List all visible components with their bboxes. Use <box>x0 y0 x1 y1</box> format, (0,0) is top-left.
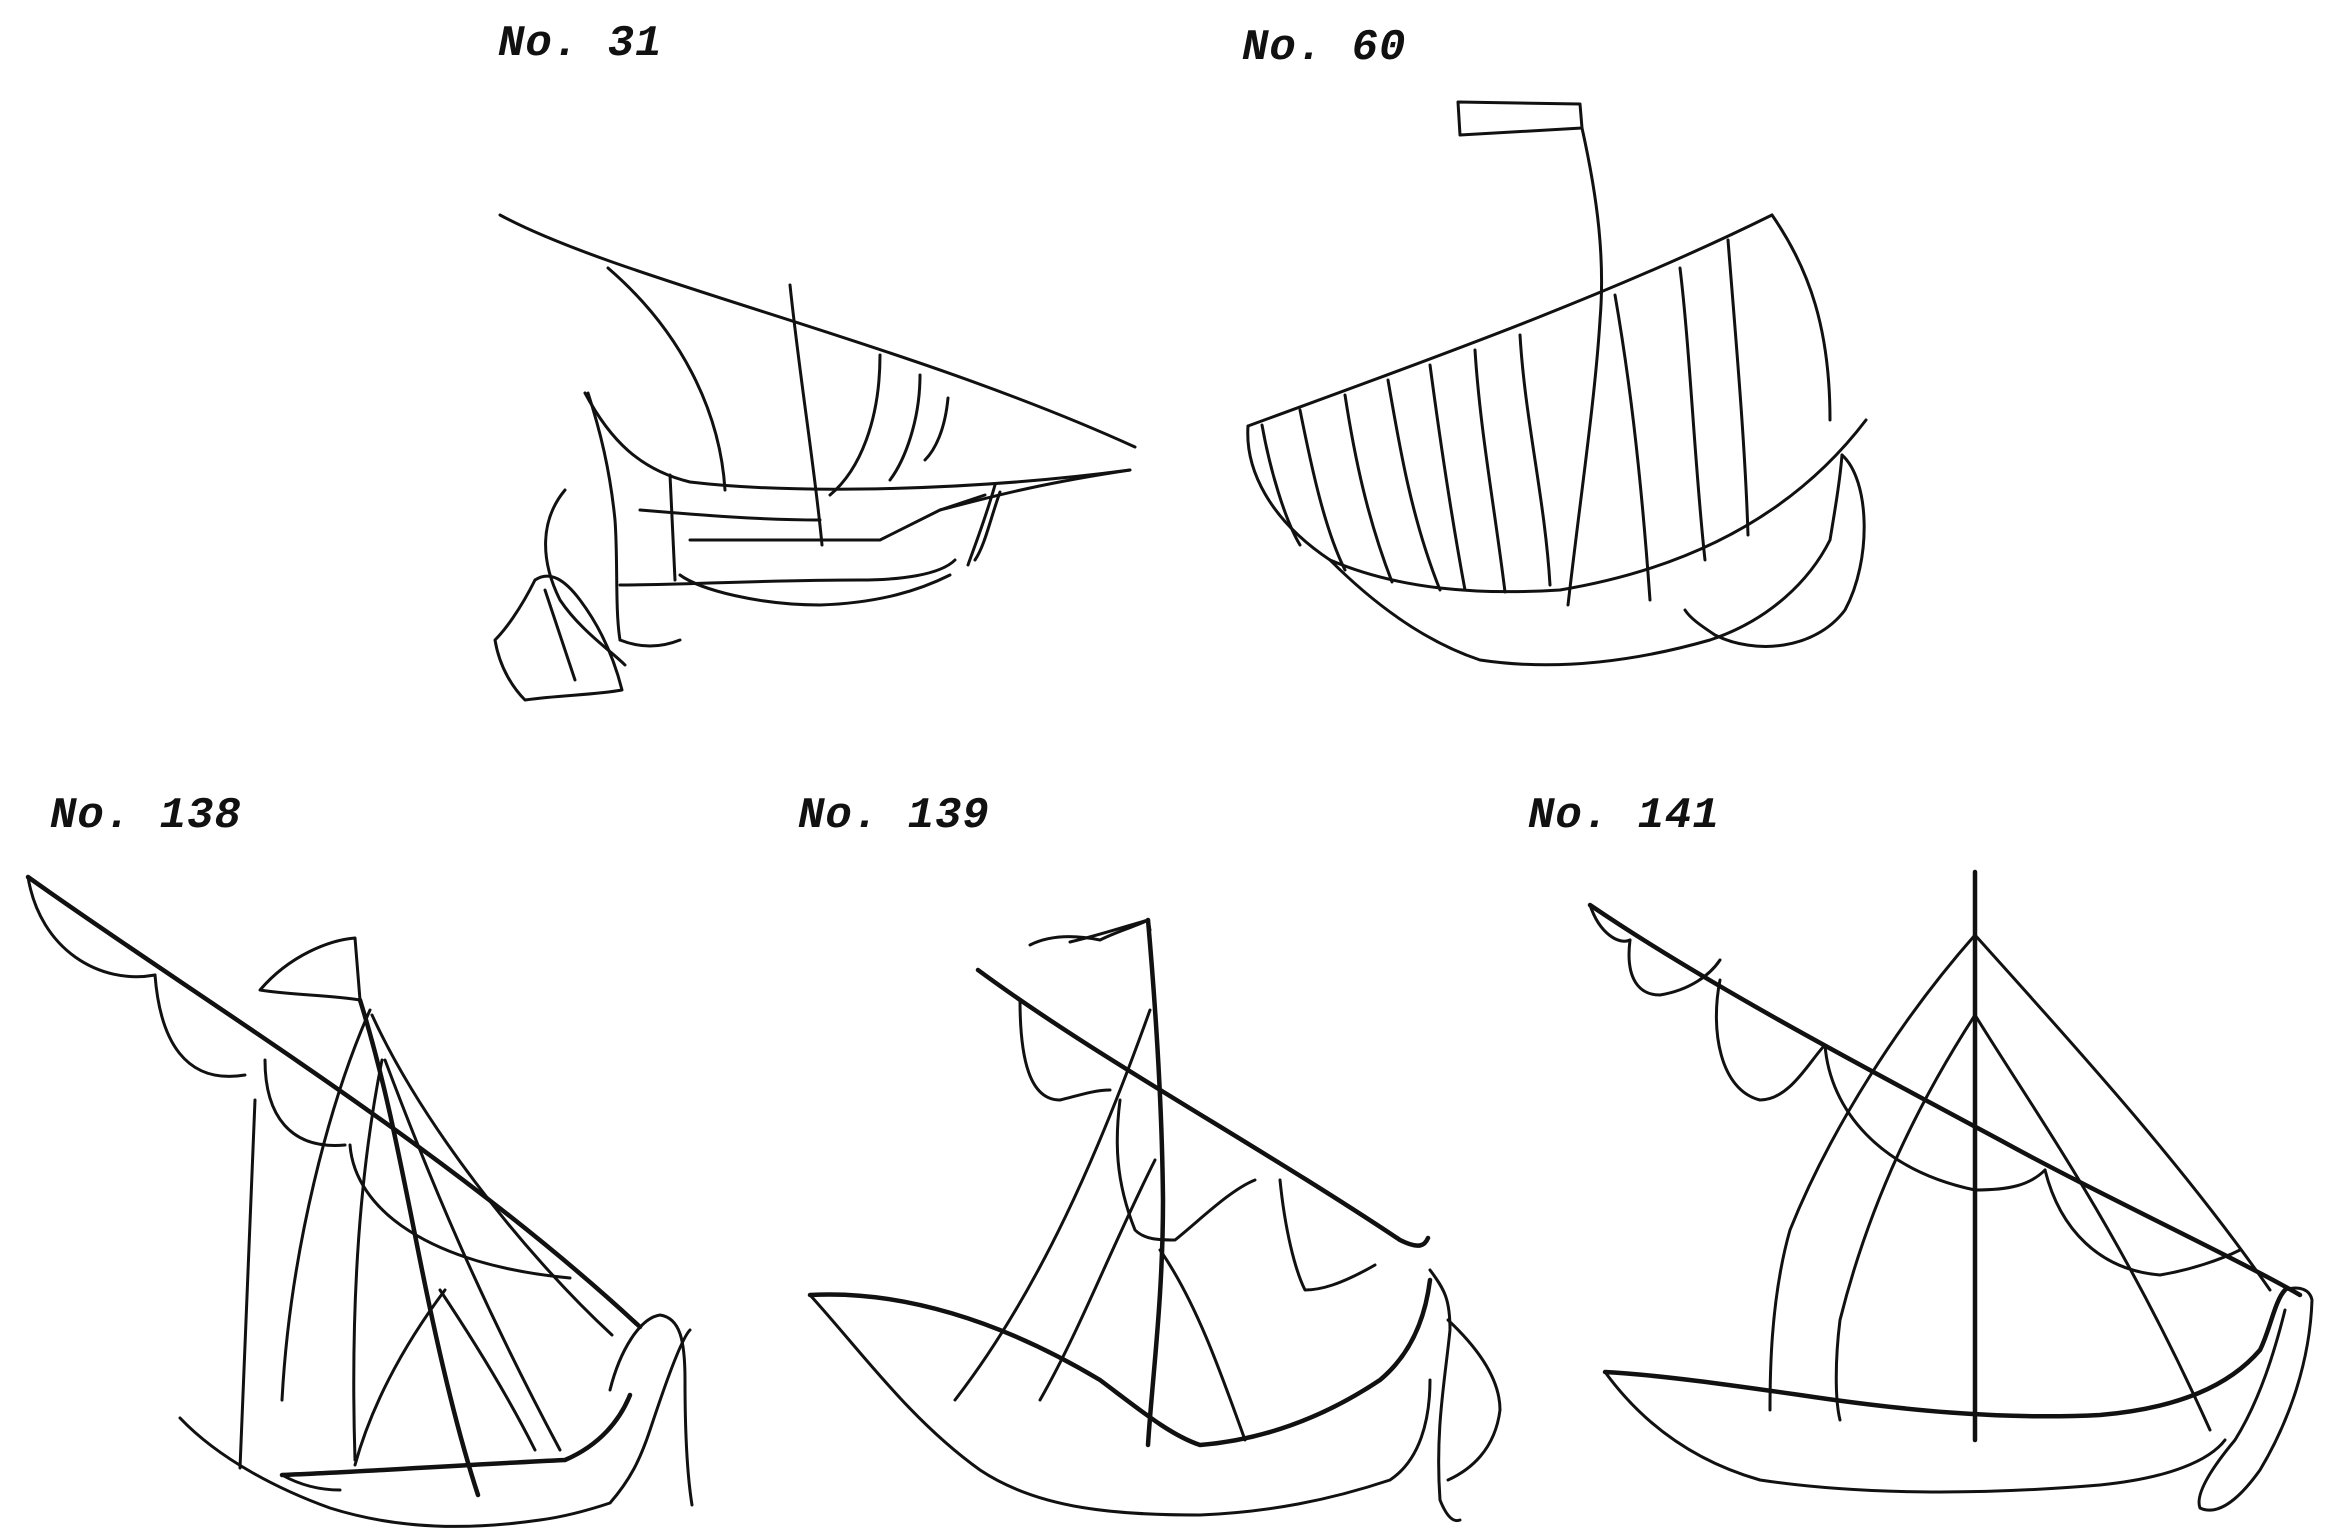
figure-label-141: No. 141 <box>1528 791 1720 841</box>
ship-drawing-139 <box>807 917 1502 1523</box>
ship-drawing-141 <box>1587 869 2314 1512</box>
ship-drawing-60 <box>1246 100 1868 667</box>
figure-label-139: No. 139 <box>798 791 990 841</box>
ship-drawing-31 <box>493 213 1137 702</box>
figure-label-138: No. 138 <box>50 791 242 841</box>
figure-label-60: No. 60 <box>1242 23 1407 73</box>
ship-drawing-138 <box>25 874 694 1528</box>
figure-label-31: No. 31 <box>498 19 663 69</box>
